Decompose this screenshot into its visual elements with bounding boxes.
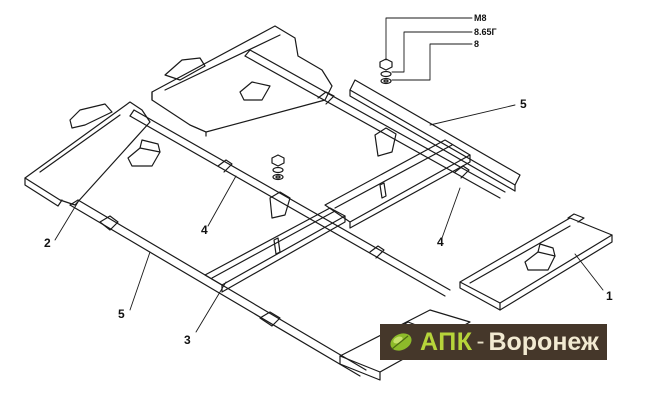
logo-separator: - — [476, 328, 485, 355]
hardware-label-bolt: М8 — [474, 13, 487, 23]
callout-3: 3 — [184, 333, 191, 347]
hardware-stack-center — [271, 154, 285, 181]
logo-word-apk: АПК — [420, 327, 473, 356]
callout-5-upper: 5 — [520, 97, 527, 111]
frame-rail-left — [129, 109, 451, 297]
callout-4-right: 4 — [437, 235, 444, 249]
callout-4-left: 4 — [201, 223, 208, 237]
hardware-label-washer: 8.65Г — [474, 27, 497, 37]
watermark-logo: АПК - Воронеж — [380, 324, 607, 360]
callout-1: 1 — [606, 289, 613, 303]
logo-word-voronezh: Воронеж — [488, 327, 599, 356]
hardware-leaders — [385, 17, 473, 81]
frame-rail-right — [244, 49, 506, 199]
right-panel — [459, 213, 613, 311]
side-rail-lower — [69, 199, 367, 377]
cross-channel-front — [204, 207, 346, 293]
left-panel — [24, 101, 161, 207]
back-panel — [151, 25, 333, 137]
callout-5-lower: 5 — [118, 307, 125, 321]
hardware-label-nut: 8 — [474, 39, 479, 49]
side-rail-upper — [349, 79, 521, 192]
cross-channel-rear — [324, 139, 471, 229]
hardware-stack-top — [379, 58, 393, 85]
callout-2: 2 — [44, 236, 51, 250]
leaf-icon — [390, 333, 412, 351]
callout-leaders — [54, 104, 604, 333]
